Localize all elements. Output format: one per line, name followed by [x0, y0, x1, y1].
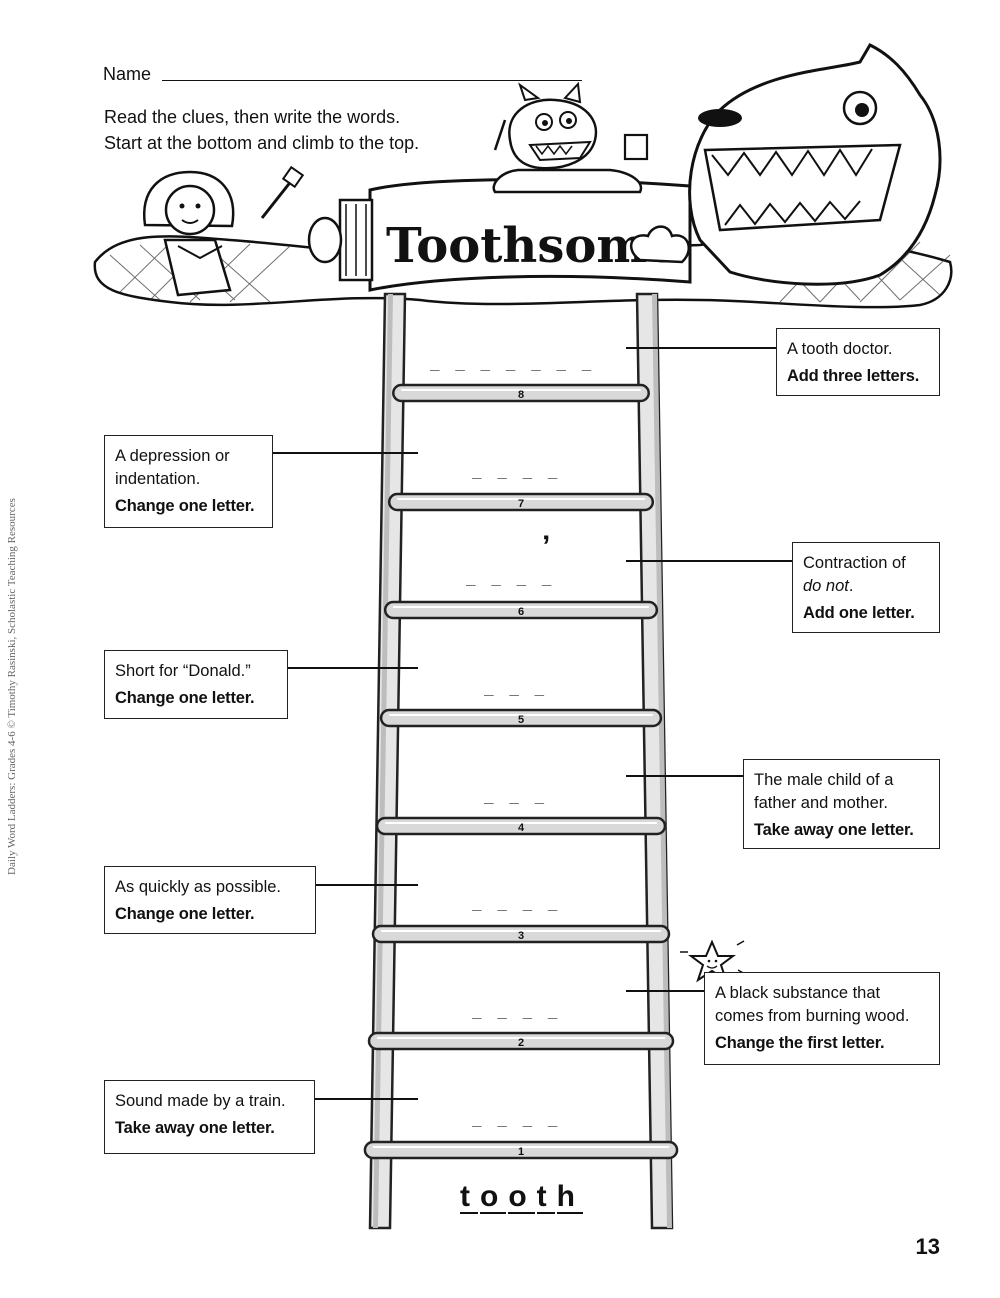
connector-line-1 [315, 1098, 418, 1100]
clue-instruction: Change the first letter. [715, 1034, 885, 1052]
start-letter: h [556, 1180, 583, 1214]
clue-text: Short for “Donald.” [115, 662, 251, 680]
clue-instruction: Change one letter. [115, 497, 255, 515]
connector-line-7 [272, 452, 418, 454]
connector-line-4 [626, 775, 744, 777]
page-number: 13 [915, 1234, 940, 1259]
connector-line-3 [315, 884, 418, 886]
answer-blank-5[interactable]: _ _ _ [484, 677, 548, 696]
connector-line-2 [626, 990, 705, 992]
header-illustration: Toothsome [93, 43, 953, 309]
rung-number-1: 1 [518, 1146, 524, 1158]
name-write-line[interactable] [162, 80, 582, 81]
toothsome-title-art: Toothsome [386, 218, 678, 274]
clue-box-8: A tooth doctor. Add three letters. [776, 328, 940, 396]
clue-instruction: Take away one letter. [115, 1119, 275, 1137]
rung-number-2: 2 [518, 1037, 524, 1049]
clue-box-6: Contraction of do not. Add one letter. [792, 542, 940, 633]
clue-box-2: A black substance that comes from burnin… [704, 972, 940, 1065]
answer-blank-4[interactable]: _ _ _ [484, 785, 548, 804]
clue-instruction: Change one letter. [115, 905, 255, 923]
start-letter: o [508, 1180, 535, 1214]
rung-number-8: 8 [518, 389, 524, 401]
start-word: tooth [460, 1180, 585, 1214]
start-letter: t [536, 1180, 555, 1214]
clue-instruction: Change one letter. [115, 689, 255, 707]
girl-character [142, 165, 305, 297]
instruction-line-2: Start at the bottom and climb to the top… [104, 133, 420, 153]
connector-line-5 [287, 667, 418, 669]
clue-box-1: Sound made by a train. Take away one let… [104, 1080, 315, 1154]
rung-number-5: 5 [518, 714, 524, 726]
rung-number-6: 6 [518, 606, 524, 618]
answer-blank-3[interactable]: _ _ _ _ [472, 892, 561, 911]
wolf-character [629, 43, 942, 286]
dog-character [492, 81, 649, 194]
clue-text: As quickly as possible. [115, 878, 281, 896]
apostrophe-mark: ’ [542, 530, 551, 563]
clue-instruction: Take away one letter. [754, 821, 914, 839]
clue-text: Sound made by a train. [115, 1092, 286, 1110]
clue-text: The male child of a father and mother. [754, 771, 894, 812]
clue-box-4: The male child of a father and mother. T… [743, 759, 940, 849]
clue-text-part: Contraction of [803, 554, 906, 572]
rung-number-3: 3 [518, 930, 524, 942]
name-label: Name [103, 64, 152, 84]
answer-blank-2[interactable]: _ _ _ _ [472, 1000, 561, 1019]
rung-number-4: 4 [518, 822, 525, 834]
answer-blank-7[interactable]: _ _ _ _ [472, 460, 561, 479]
clue-instruction: Add one letter. [803, 604, 915, 622]
start-letter: t [460, 1180, 478, 1214]
copyright-credit: Daily Word Ladders: Grades 4-6 © Timothy… [6, 498, 18, 875]
answer-blank-8[interactable]: _ _ _ _ _ _ _ [430, 352, 595, 371]
clue-text-end: . [848, 577, 854, 595]
clue-box-7: A depression or indentation. Change one … [104, 435, 273, 528]
answer-blank-1[interactable]: _ _ _ _ [472, 1108, 561, 1127]
ladder: 1 2 3 4 5 6 7 8 [363, 292, 679, 1230]
connector-line-6 [626, 560, 793, 562]
start-letter: o [480, 1180, 507, 1214]
answer-blank-6[interactable]: _ _ _ _ [466, 567, 555, 586]
clue-box-5: Short for “Donald.” Change one letter. [104, 650, 288, 719]
rung-number-7: 7 [518, 498, 524, 510]
connector-line-8 [626, 347, 776, 349]
clue-text-italic: do not [803, 577, 849, 595]
clue-text: A tooth doctor. [787, 340, 893, 358]
clue-text: A black substance that comes from burnin… [715, 984, 910, 1025]
clue-text: A depression or indentation. [115, 447, 230, 488]
clue-box-3: As quickly as possible. Change one lette… [104, 866, 316, 934]
instruction-line-1: Read the clues, then write the words. [104, 107, 401, 127]
ladder-rungs: 1 2 3 4 5 6 7 8 [363, 383, 679, 1160]
clue-instruction: Add three letters. [787, 367, 920, 385]
clue-text: Contraction of do not. [803, 552, 929, 598]
